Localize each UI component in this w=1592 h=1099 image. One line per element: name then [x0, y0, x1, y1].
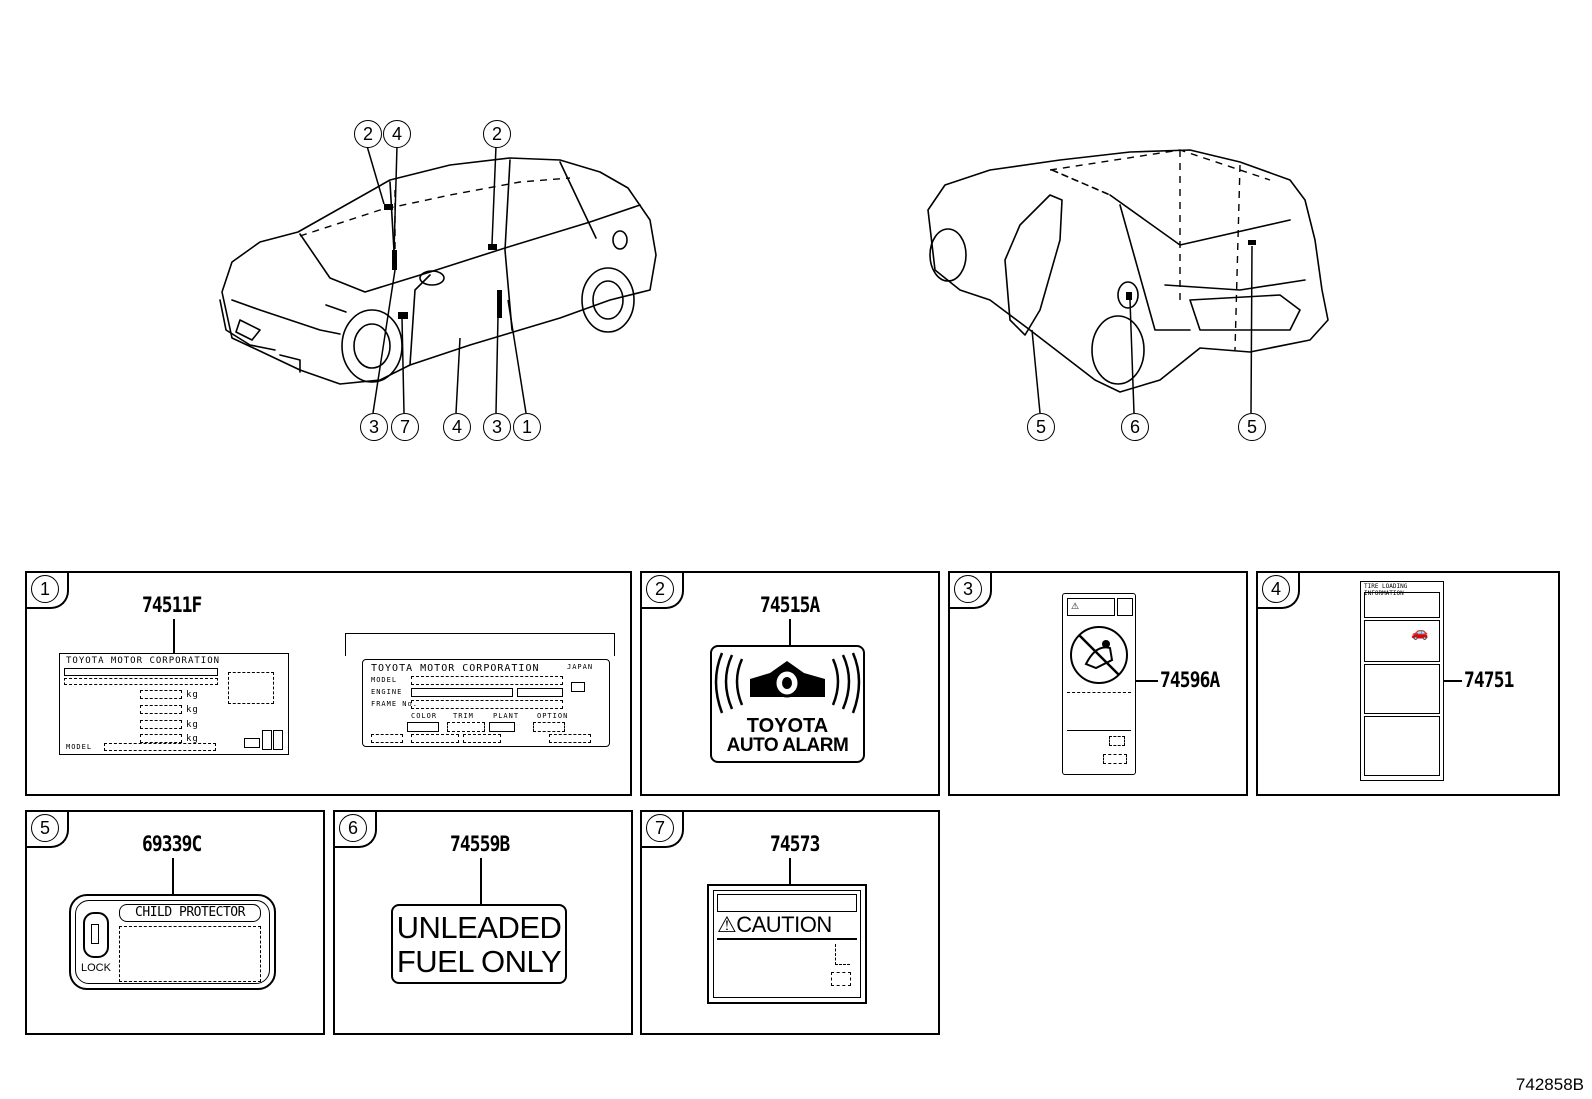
callout-front-4a: 4: [383, 120, 411, 148]
car-load-icon: 🚗: [1411, 624, 1429, 640]
label-b-bracket: [345, 633, 615, 656]
callout-front-4b: 4: [443, 413, 471, 441]
callout-front-3b: 3: [483, 413, 511, 441]
panel-6: 6 74559B UNLEADED FUEL ONLY: [333, 810, 633, 1035]
caution-heading: ⚠CAUTION: [717, 912, 832, 937]
panel-tab: 6: [333, 810, 377, 848]
panel-number: 5: [31, 814, 59, 842]
leader-line: [789, 858, 791, 886]
col-option: OPTION: [537, 712, 569, 720]
unit-kg-1: kg: [186, 690, 199, 700]
child-protector-title: CHILD PROTECTOR: [119, 904, 261, 922]
leader-line: [789, 619, 791, 645]
alarm-car-icon: [714, 652, 861, 714]
col-color: COLOR: [411, 712, 438, 720]
unit-kg-2: kg: [186, 705, 199, 715]
panel-number: 7: [646, 814, 674, 842]
car-illustrations: [219, 145, 1329, 414]
row-engine: ENGINE: [371, 688, 403, 696]
warning-triangle-icon: ⚠: [1071, 601, 1080, 611]
part-number: 69339C: [142, 832, 202, 856]
row-frame: FRAME No.: [371, 700, 418, 708]
panel-1: 1 74511F TOYOTA MOTOR CORPORATION kg kg …: [25, 571, 632, 796]
callout-rear-5b: 5: [1238, 413, 1266, 441]
leader-line: [1136, 680, 1158, 682]
part-number: 74573: [770, 832, 820, 856]
panel-number: 4: [1262, 575, 1290, 603]
part-number: 74511F: [142, 593, 202, 617]
airbag-warning-label: ⚠: [1062, 593, 1136, 775]
panel-tab: 2: [640, 571, 684, 609]
label-country: JAPAN: [567, 663, 594, 671]
panel-3: 3 ⚠ 74596A: [948, 571, 1248, 796]
panel-2: 2 74515A TOYOTA AUTO ALARM: [640, 571, 940, 796]
callout-front-1: 1: [513, 413, 541, 441]
leader-line: [173, 619, 175, 653]
part-number: 74596A: [1160, 668, 1220, 692]
callout-front-2b: 2: [483, 120, 511, 148]
panel-number: 3: [954, 575, 982, 603]
part-number: 74515A: [760, 593, 820, 617]
panel-7: 7 74573 ⚠CAUTION: [640, 810, 940, 1035]
label-header: TOYOTA MOTOR CORPORATION: [371, 663, 540, 674]
panel-number: 6: [339, 814, 367, 842]
front-car-drawing: [219, 157, 657, 385]
leader-line: [1444, 680, 1462, 682]
panel-number: 1: [31, 575, 59, 603]
label-header: TOYOTA MOTOR CORPORATION: [66, 656, 221, 666]
fuel-line1: UNLEADED: [396, 910, 562, 945]
callout-rear-6: 6: [1121, 413, 1149, 441]
part-number: 74559B: [450, 832, 510, 856]
leader-line: [480, 858, 482, 904]
panel-tab: 1: [25, 571, 69, 609]
label-footer: MODEL: [66, 743, 93, 751]
auto-alarm-label: TOYOTA AUTO ALARM: [710, 645, 865, 763]
lock-slot-icon: [83, 912, 109, 958]
tire-loading-label: TIRE LOADING INFORMATION 🚗: [1360, 581, 1444, 781]
caution-label: ⚠CAUTION: [707, 884, 867, 1004]
vehicle-label-a: TOYOTA MOTOR CORPORATION kg kg kg kg MOD…: [59, 653, 289, 755]
lock-text: LOCK: [81, 962, 111, 974]
vehicle-label-b: TOYOTA MOTOR CORPORATION JAPAN MODEL ENG…: [362, 659, 610, 747]
callout-front-2a: 2: [354, 120, 382, 148]
panel-5: 5 69339C LOCK CHILD PROTECTOR: [25, 810, 325, 1035]
panel-4: 4 TIRE LOADING INFORMATION 🚗 74751: [1256, 571, 1560, 796]
callout-front-7: 7: [391, 413, 419, 441]
child-protector-label: LOCK CHILD PROTECTOR: [69, 894, 276, 990]
diagram-code: 742858B: [1515, 1075, 1584, 1094]
panel-tab: 4: [1256, 571, 1300, 609]
panel-tab: 3: [948, 571, 992, 609]
unit-kg-3: kg: [186, 720, 199, 730]
panel-tab: 7: [640, 810, 684, 848]
no-child-seat-icon: [1070, 626, 1128, 684]
callout-front-3a: 3: [360, 413, 388, 441]
col-plant: PLANT: [493, 712, 520, 720]
part-number: 74751: [1464, 668, 1514, 692]
panel-tab: 5: [25, 810, 69, 848]
row-model: MODEL: [371, 676, 398, 684]
unit-kg-4: kg: [186, 734, 199, 744]
col-trim: TRIM: [453, 712, 474, 720]
rear-car-drawing: [927, 149, 1329, 393]
alarm-line1: TOYOTA: [746, 715, 829, 737]
alarm-line2: AUTO ALARM: [726, 735, 849, 756]
unleaded-fuel-label: UNLEADED FUEL ONLY: [391, 904, 567, 984]
callout-rear-5a: 5: [1027, 413, 1055, 441]
panel-number: 2: [646, 575, 674, 603]
leader-line: [172, 858, 174, 894]
tire-label-header: TIRE LOADING INFORMATION: [1364, 583, 1408, 597]
fuel-line2: FUEL ONLY: [396, 944, 562, 979]
